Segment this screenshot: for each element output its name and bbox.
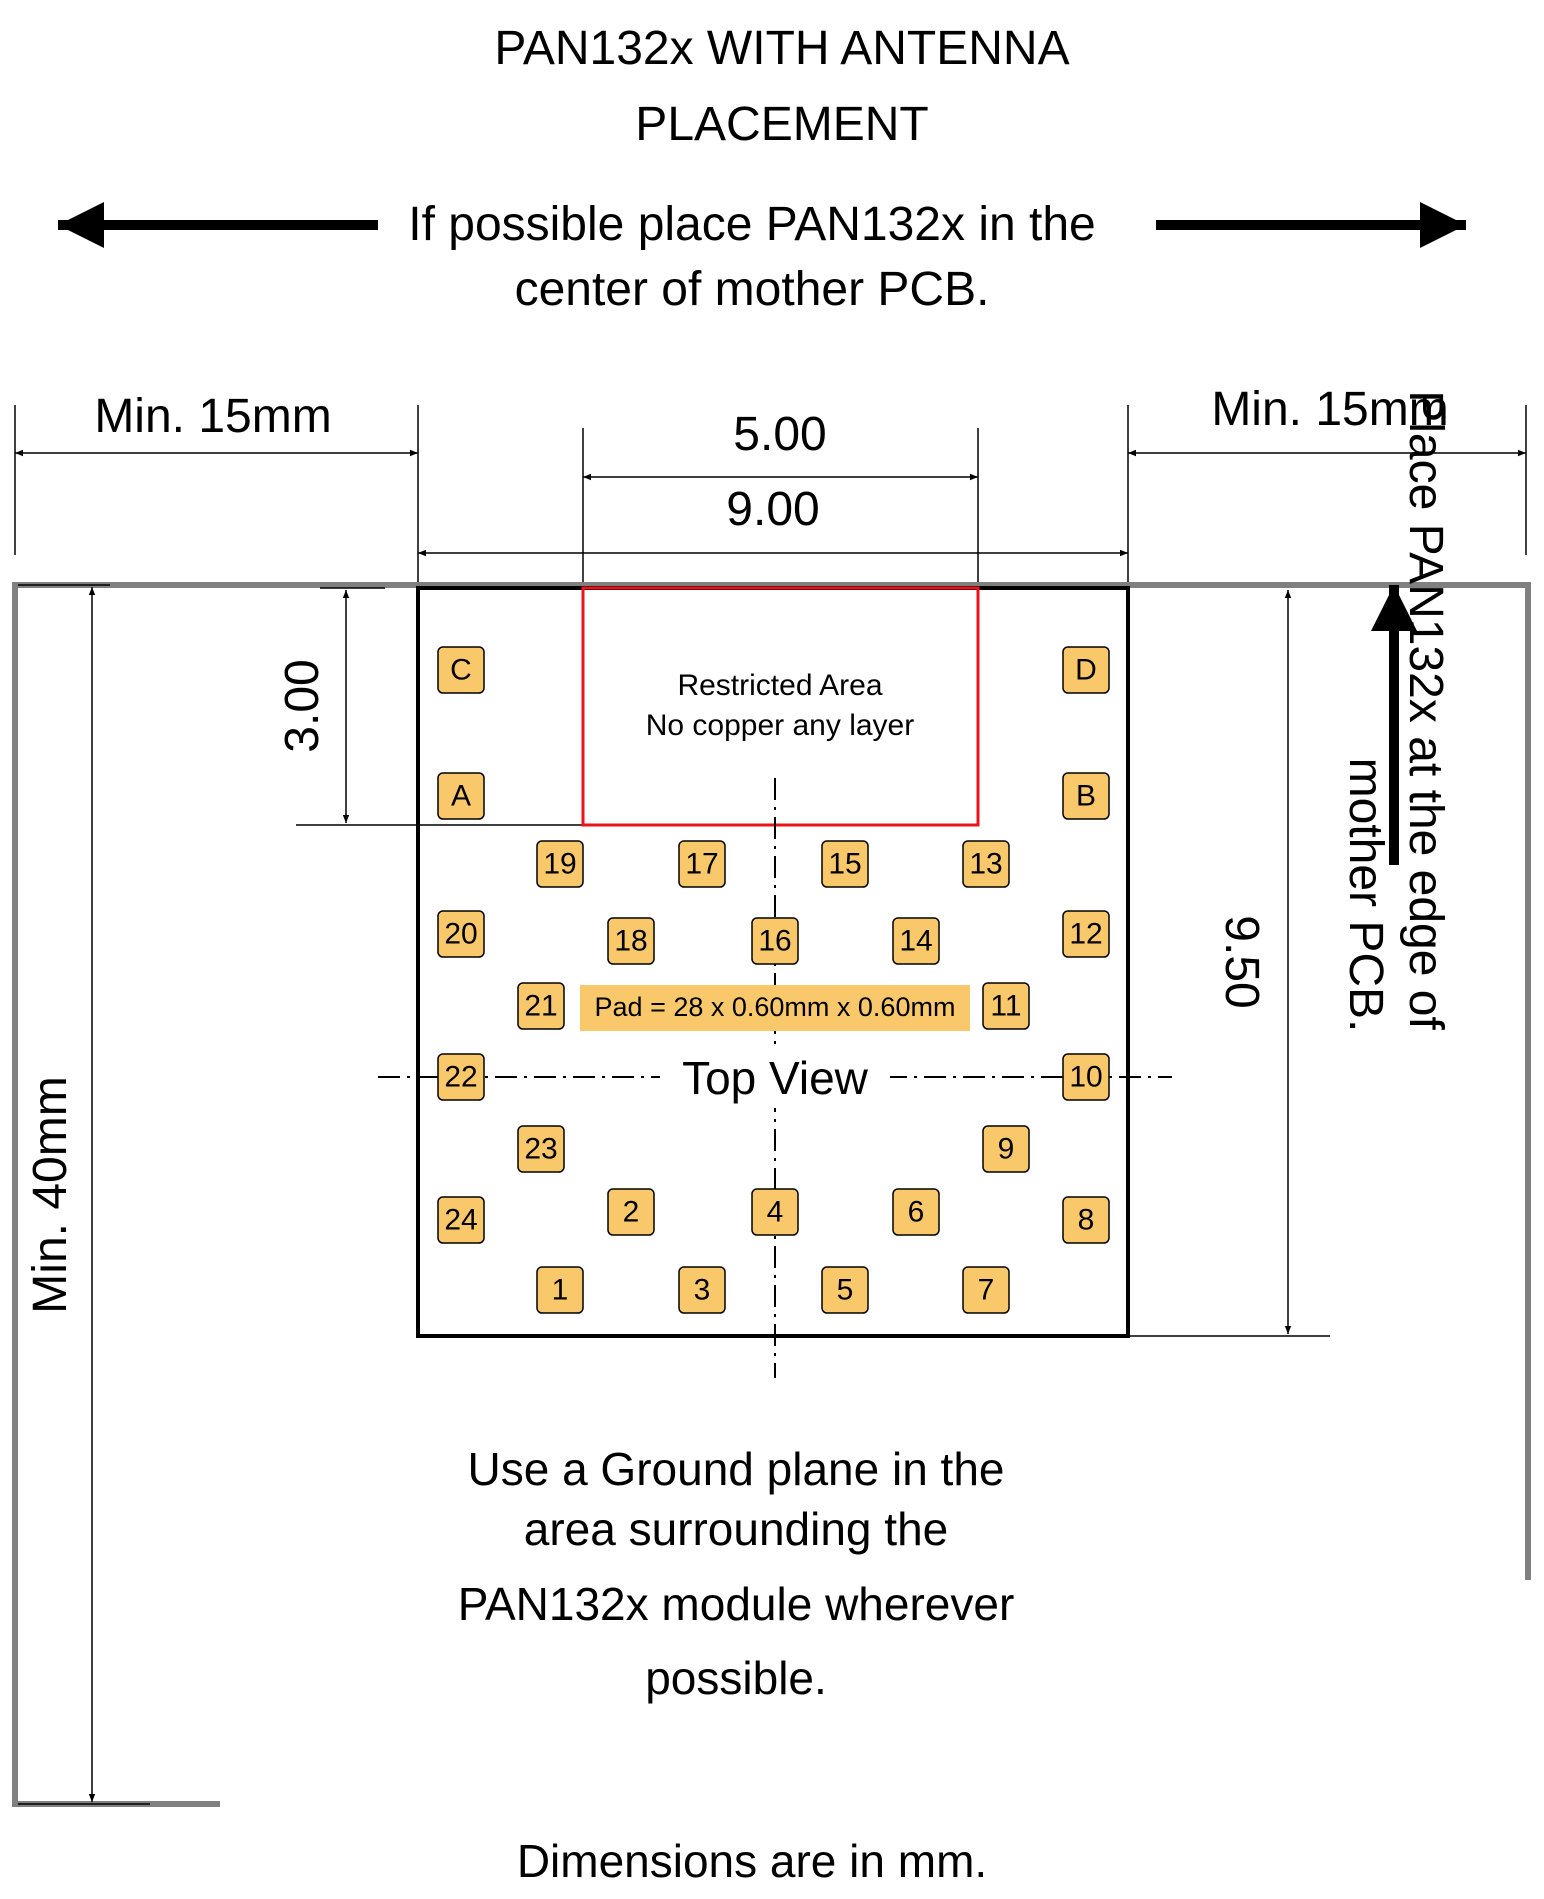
pad-11: 11 [982, 982, 1030, 1030]
pad-label: 22 [444, 1061, 477, 1094]
pad-label: 5 [837, 1274, 854, 1307]
pad-label: 6 [908, 1196, 925, 1229]
pad-label: C [450, 654, 472, 687]
pad-label: 13 [969, 848, 1002, 881]
pad-label: 2 [623, 1196, 640, 1229]
pad-b: B [1062, 772, 1110, 820]
pad-label: 4 [767, 1196, 784, 1229]
top-view-label-background [660, 1046, 890, 1108]
pad-label: 14 [899, 925, 932, 958]
pad-label: B [1076, 780, 1096, 813]
board-height-label: Min. 40mm [24, 1076, 77, 1313]
pad-3: 3 [678, 1266, 726, 1314]
pad-13: 13 [962, 840, 1010, 888]
top-view-label: Top View [682, 1052, 869, 1104]
units-note: Dimensions are in mm. [517, 1835, 987, 1887]
pad-label: A [451, 780, 471, 813]
pad-22: 22 [437, 1053, 485, 1101]
center-note-line-2: center of mother PCB. [515, 263, 990, 316]
restricted-width-label: 5.00 [733, 408, 826, 461]
pad-label: 21 [524, 990, 557, 1023]
pad-d: D [1062, 646, 1110, 694]
pad-label: 16 [758, 925, 791, 958]
pad-7: 7 [962, 1266, 1010, 1314]
pad-18: 18 [607, 917, 655, 965]
pad-label: 20 [444, 918, 477, 951]
pad-note-background [580, 985, 970, 1031]
pad-15: 15 [821, 840, 869, 888]
pad-label: 8 [1078, 1204, 1095, 1237]
ground-note-line-1: Use a Ground plane in the [467, 1443, 1004, 1495]
pad-label: 12 [1069, 918, 1102, 951]
pad-label: 23 [524, 1133, 557, 1166]
pad-10: 10 [1062, 1053, 1110, 1101]
restricted-area [581, 586, 980, 827]
pad-label: 7 [978, 1274, 995, 1307]
pad-9: 9 [982, 1125, 1030, 1173]
pad-label: D [1075, 654, 1097, 687]
pad-label: 11 [990, 990, 1021, 1023]
ground-note-line-2: area surrounding the [524, 1503, 949, 1555]
pad-c: C [437, 646, 485, 694]
pad-16: 16 [751, 917, 799, 965]
center-note-line-1: If possible place PAN132x in the [408, 198, 1096, 251]
pad-8: 8 [1062, 1196, 1110, 1244]
pad-label: 18 [614, 925, 647, 958]
pad-label: 10 [1069, 1061, 1102, 1094]
pad-1: 1 [536, 1266, 584, 1314]
ground-note-line-3: PAN132x module wherever [458, 1578, 1015, 1630]
pad-label: 19 [543, 848, 576, 881]
pad-label: 17 [685, 848, 718, 881]
ground-note-line-4: possible. [645, 1652, 827, 1704]
pad-2: 2 [607, 1188, 655, 1236]
title-line-2: PLACEMENT [635, 98, 928, 151]
edge-note-line-1: Place PAN132x at the edge of [1399, 390, 1452, 1030]
pad-label: 3 [694, 1274, 711, 1307]
right-margin-label: Min. 15mm [1211, 383, 1448, 436]
pad-12: 12 [1062, 910, 1110, 958]
pad-a: A [437, 772, 485, 820]
pad-label: 1 [552, 1274, 569, 1307]
left-margin-label: Min. 15mm [94, 390, 331, 443]
pad-20: 20 [437, 910, 485, 958]
module-height-label: 9.50 [1215, 915, 1268, 1008]
pad-14: 14 [892, 917, 940, 965]
pad-5: 5 [821, 1266, 869, 1314]
pad-23: 23 [517, 1125, 565, 1173]
restricted-area-line-2: No copper any layer [646, 709, 914, 742]
pad-21: 21 [517, 982, 565, 1030]
pad-6: 6 [892, 1188, 940, 1236]
pad-label: 24 [444, 1204, 477, 1237]
title-line-1: PAN132x WITH ANTENNA [494, 22, 1069, 75]
pad-19: 19 [536, 840, 584, 888]
restricted-area-line-1: Restricted Area [677, 669, 882, 702]
pad-note: Pad = 28 x 0.60mm x 0.60mm [595, 992, 956, 1022]
pad-label: 9 [998, 1133, 1015, 1166]
pad-24: 24 [437, 1196, 485, 1244]
pad-17: 17 [678, 840, 726, 888]
pad-label: 15 [828, 848, 861, 881]
pad-4: 4 [751, 1188, 799, 1236]
module-width-label: 9.00 [726, 483, 819, 536]
edge-note-line-2: mother PCB. [1339, 758, 1392, 1033]
restricted-height-label: 3.00 [276, 659, 329, 752]
